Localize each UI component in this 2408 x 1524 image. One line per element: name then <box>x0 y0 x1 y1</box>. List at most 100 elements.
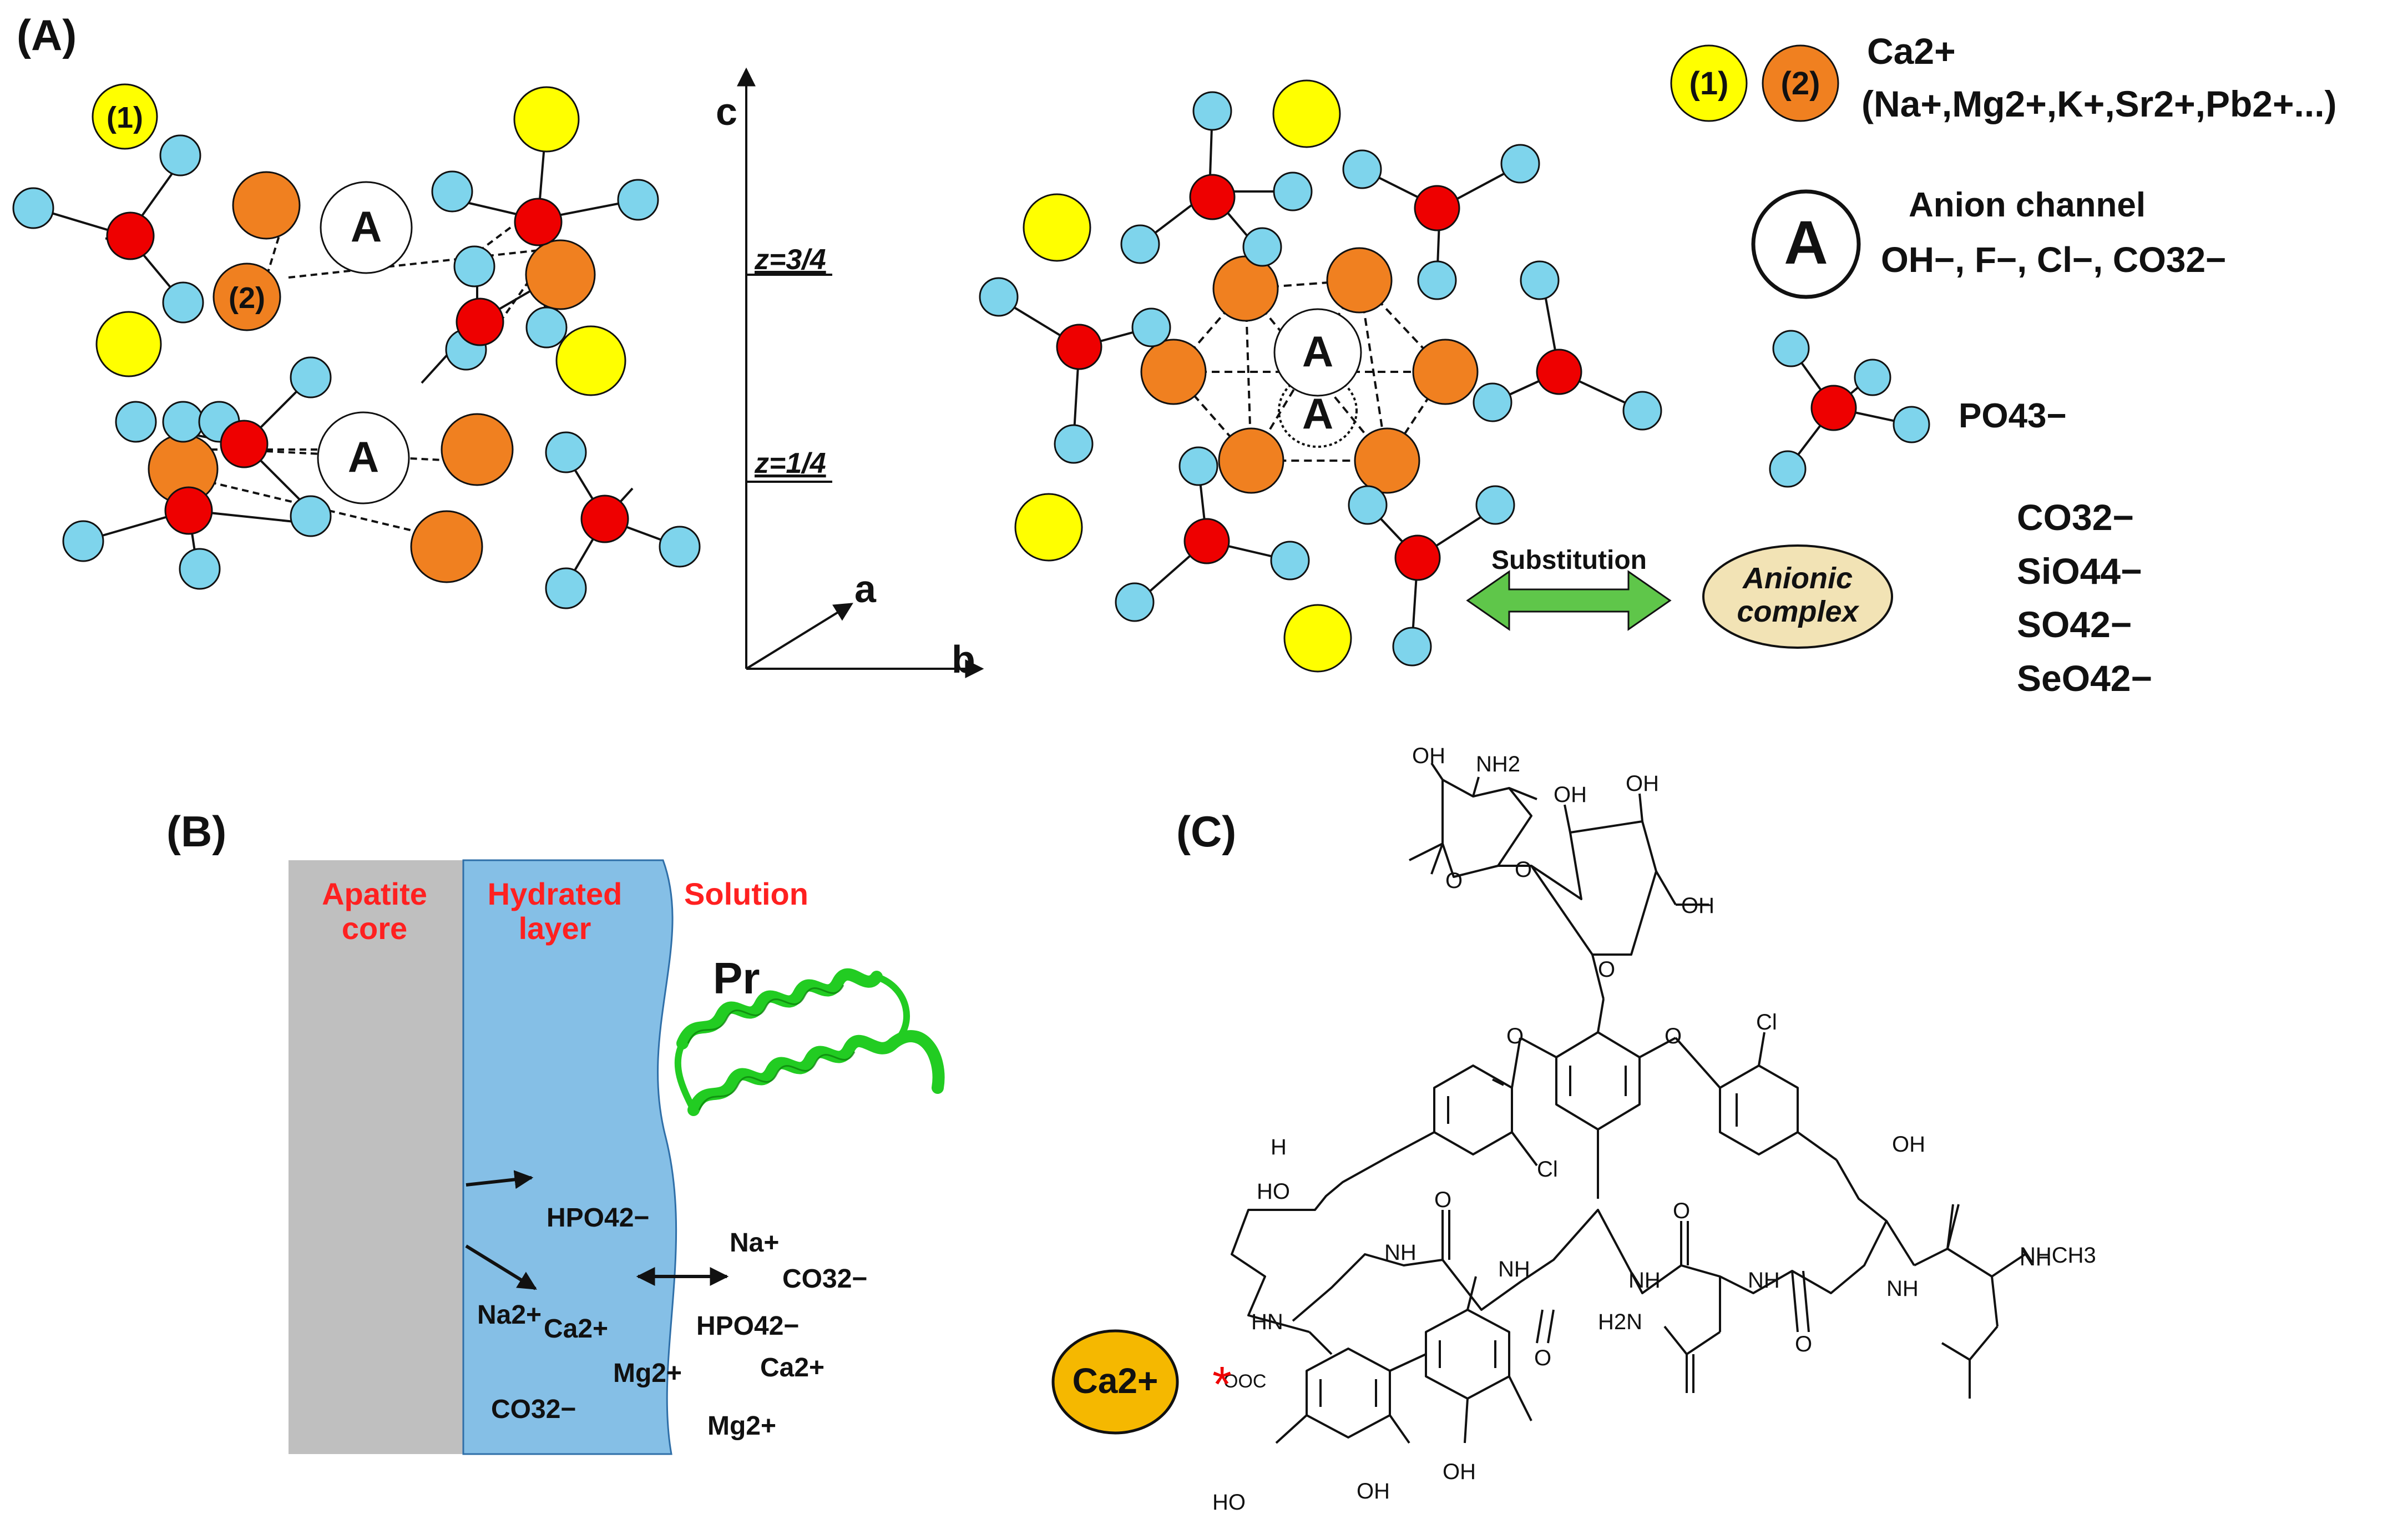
group-label: O <box>1795 1332 1812 1356</box>
group-label: NH <box>1498 1257 1530 1281</box>
asterisk-marker: * <box>1212 1357 1232 1412</box>
group-label: Cl <box>1756 1010 1777 1034</box>
group-label: NH <box>2020 1246 2052 1270</box>
complex-ion-2: SiO44− <box>2017 551 2142 592</box>
anion-site-circle <box>317 411 410 504</box>
ca1-site-atom <box>513 86 580 153</box>
legend-anion-symbol: A <box>1784 209 1828 277</box>
substitution-label: Substitution <box>1491 546 1647 575</box>
legend-ca1-swatch <box>1670 44 1748 122</box>
ion-label: CO32− <box>491 1395 576 1424</box>
group-label: O <box>1515 857 1532 882</box>
center-structure-atoms <box>979 79 1662 673</box>
ca2-site-atom <box>525 239 596 310</box>
group-label: NH <box>1628 1268 1661 1293</box>
group-label: OOC <box>1223 1371 1266 1392</box>
group-label: HN <box>1251 1310 1283 1334</box>
complex-ion-4: SeO42− <box>2017 658 2152 699</box>
anionic-complex-ellipse <box>1702 544 1893 649</box>
group-label: OH <box>1554 783 1587 807</box>
group-label: OH <box>1626 771 1659 796</box>
group-label: NH2 <box>1476 752 1520 776</box>
anion-site-label: A <box>1302 389 1333 438</box>
group-label: Cl <box>1537 1157 1558 1182</box>
a-axis-label: a <box>854 567 877 610</box>
ion-label: Mg2+ <box>707 1411 776 1441</box>
ca2-site-atom <box>213 263 281 331</box>
anion-site-circle <box>320 181 413 274</box>
crystal-axes <box>737 67 984 678</box>
anion-site-label: A <box>348 432 379 481</box>
ion-flux-arrow <box>465 1244 537 1290</box>
group-label: HO <box>1257 1179 1290 1204</box>
ca1-site-atom <box>95 311 162 377</box>
ion-label: CO32− <box>782 1264 867 1294</box>
ion-label: Na2+ <box>477 1300 542 1330</box>
legend-ca2-swatch <box>1762 44 1839 122</box>
z-three-quarter-label: z=3/4 <box>754 244 826 276</box>
anion-site-label: A <box>351 202 382 251</box>
site-2-label: (2) <box>229 281 265 315</box>
anion-site-label: A <box>1302 327 1333 376</box>
c-axis-label: c <box>716 90 737 133</box>
ion-label: Mg2+ <box>613 1359 682 1388</box>
legend-channel-title: Anion channel <box>1909 186 2146 224</box>
group-label: NH <box>1384 1240 1417 1265</box>
group-label: O <box>1534 1346 1551 1370</box>
legend-anion-circle <box>1751 189 1861 299</box>
z-one-quarter-label: z=1/4 <box>754 447 826 480</box>
ion-label: Na+ <box>730 1228 779 1258</box>
ca2-site-atom <box>441 413 514 486</box>
group-label: O <box>1445 869 1463 893</box>
panel-b-label: (B) <box>166 807 226 856</box>
group-label: NHCH3 <box>2020 1243 2096 1268</box>
ion-flux-arrow <box>466 1170 534 1189</box>
legend-channel-ions: OH−, F−, Cl−, CO32− <box>1881 240 2226 280</box>
lower-anion-ring <box>1278 374 1358 448</box>
group-label: NH <box>1886 1276 1919 1301</box>
calcium-ion-label: Ca2+ <box>1073 1361 1159 1401</box>
zone-label-solution: Solution <box>684 876 808 911</box>
group-label: OH <box>1443 1460 1476 1484</box>
left-structure-atoms <box>12 83 701 609</box>
site-1-label: (1) <box>107 101 143 134</box>
protein-ribbon-icon <box>674 968 945 1116</box>
legend-ion-main: Ca2+ <box>1867 31 1956 72</box>
group-label: OH <box>1357 1479 1390 1503</box>
group-label: OH <box>1681 894 1714 918</box>
calcium-ion-badge <box>1051 1329 1179 1435</box>
ion-label: Ca2+ <box>544 1314 608 1344</box>
ion-label: HPO42− <box>696 1311 799 1341</box>
group-label: OH <box>1412 744 1445 768</box>
ca2-site-atom <box>410 510 483 583</box>
legend-phosphate-icon <box>1769 330 1930 488</box>
ca1-site-atom <box>92 83 158 150</box>
panel-a-label: (A) <box>17 11 77 59</box>
panel-c-label: (C) <box>1176 807 1236 856</box>
group-label: O <box>1665 1024 1682 1048</box>
legend-site-1: (1) <box>1689 65 1729 102</box>
substitution-arrow <box>1466 570 1672 631</box>
group-label: O <box>1673 1199 1690 1223</box>
complex-ion-1: CO32− <box>2017 497 2134 538</box>
ion-label: HPO42− <box>547 1203 649 1233</box>
group-label: NH <box>1748 1268 1780 1293</box>
group-label: HO <box>1212 1490 1246 1515</box>
apatite-core-region <box>289 860 463 1454</box>
hydrated-layer-region <box>462 859 677 1455</box>
vancomycin-structure <box>1231 762 2026 1444</box>
group-label: OH <box>1892 1132 1925 1157</box>
ca1-site-atom <box>555 325 626 396</box>
group-label: H <box>1271 1135 1287 1159</box>
complex-ion-3: SO42− <box>2017 604 2132 645</box>
group-label: O <box>1506 1024 1524 1048</box>
ion-label: Ca2+ <box>760 1353 824 1382</box>
legend-site-2: (2) <box>1781 65 1820 102</box>
legend-ion-substitutes: (Na+,Mg2+,K+,Sr2+,Pb2+...) <box>1861 83 2337 124</box>
group-label: H2N <box>1598 1310 1642 1334</box>
group-label: O <box>1598 957 1615 982</box>
